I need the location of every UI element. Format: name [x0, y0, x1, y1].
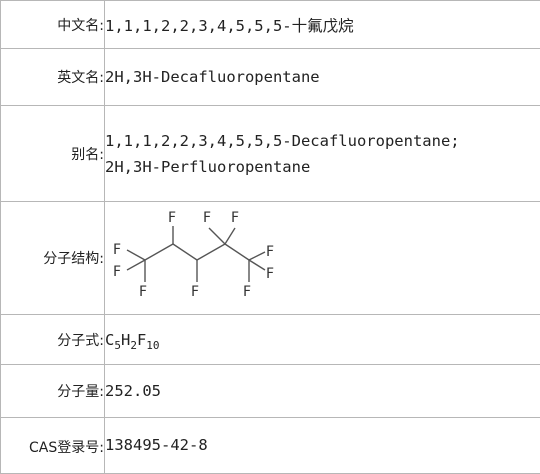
- row-chinese-name: 中文名: 1,1,1,2,2,3,4,5,5,5-十氟戊烷: [1, 1, 540, 49]
- row-alias: 别名: 1,1,1,2,2,3,4,5,5,5-Decafluoropentan…: [1, 106, 540, 202]
- fluorine-atom-label: F: [168, 210, 176, 226]
- chinese-name-label: 中文名:: [1, 1, 105, 49]
- compound-info-page: 中文名: 1,1,1,2,2,3,4,5,5,5-十氟戊烷 英文名: 2H,3H…: [0, 0, 540, 464]
- alias-value-2: 2H,3H-Perfluoropentane: [105, 154, 540, 180]
- formula-count: 5: [114, 339, 121, 352]
- formula-value: C5H2F10: [105, 315, 540, 365]
- formula-element: H: [121, 331, 130, 349]
- fluorine-atom-label: F: [266, 266, 274, 282]
- fluorine-atom-label: F: [266, 244, 274, 260]
- english-name-value: 2H,3H-Decafluoropentane: [105, 49, 540, 106]
- cas-value: 138495-42-8: [105, 418, 540, 474]
- structure-cell: F F F F F F F F F F: [105, 202, 540, 315]
- fluorine-atom-label: F: [231, 210, 239, 226]
- bond: [127, 260, 145, 270]
- row-cas: CAS登录号: 138495-42-8: [1, 418, 540, 474]
- bond: [225, 228, 235, 244]
- formula-element: F: [137, 331, 146, 349]
- bond: [173, 244, 197, 260]
- formula-element: C: [105, 331, 114, 349]
- alias-label: 别名:: [1, 106, 105, 202]
- bond: [225, 244, 249, 260]
- bond: [197, 244, 225, 260]
- fluorine-atom-label: F: [243, 284, 251, 300]
- fluorine-atom-label: F: [113, 242, 121, 258]
- structure-diagram: F F F F F F F F F F: [105, 204, 285, 308]
- row-structure: 分子结构:: [1, 202, 540, 315]
- row-weight: 分子量: 252.05: [1, 365, 540, 418]
- alias-values: 1,1,1,2,2,3,4,5,5,5-Decafluoropentane; 2…: [105, 106, 540, 202]
- chinese-name-value: 1,1,1,2,2,3,4,5,5,5-十氟戊烷: [105, 1, 540, 49]
- bond: [127, 250, 145, 260]
- fluorine-atom-label: F: [203, 210, 211, 226]
- formula-label: 分子式:: [1, 315, 105, 365]
- cas-label: CAS登录号:: [1, 418, 105, 474]
- row-english-name: 英文名: 2H,3H-Decafluoropentane: [1, 49, 540, 106]
- structure-label: 分子结构:: [1, 202, 105, 315]
- weight-label: 分子量:: [1, 365, 105, 418]
- fluorine-atom-label: F: [191, 284, 199, 300]
- english-name-label: 英文名:: [1, 49, 105, 106]
- fluorine-atom-label: F: [113, 264, 121, 280]
- bond: [249, 252, 265, 260]
- bond: [249, 260, 265, 270]
- weight-value: 252.05: [105, 365, 540, 418]
- bond: [145, 244, 173, 260]
- formula-count: 10: [146, 339, 159, 352]
- alias-value-1: 1,1,1,2,2,3,4,5,5,5-Decafluoropentane;: [105, 128, 540, 154]
- bonds: [127, 226, 265, 282]
- formula-count: 2: [130, 339, 137, 352]
- fluorine-atom-label: F: [139, 284, 147, 300]
- bond: [209, 228, 225, 244]
- row-formula: 分子式: C5H2F10: [1, 315, 540, 365]
